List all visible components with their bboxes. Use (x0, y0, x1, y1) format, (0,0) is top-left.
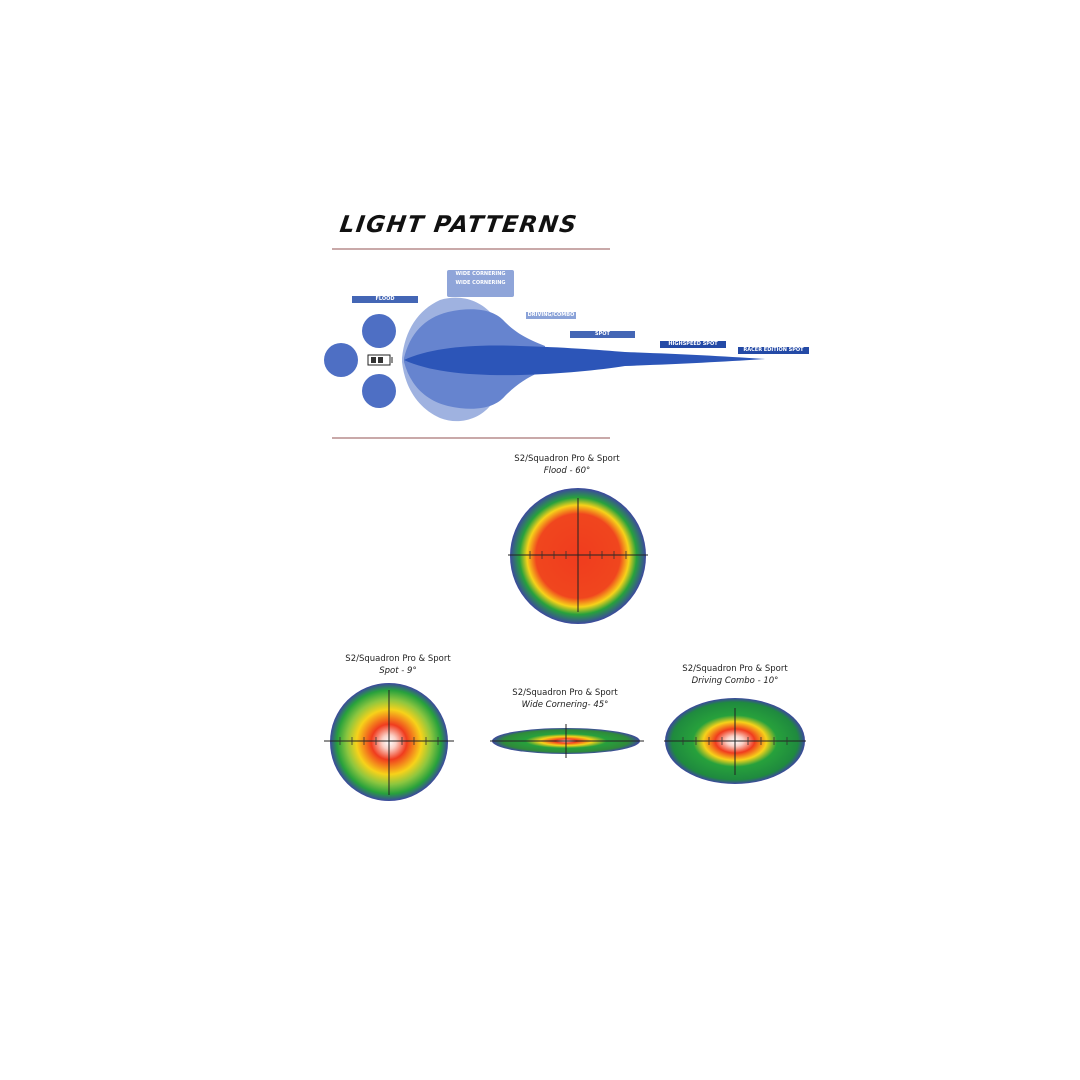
wide-cornering-label-box: WIDE CORNERING WIDE CORNERING (447, 270, 514, 297)
spot-label: SPOT (570, 331, 635, 338)
racer-edition-spot-label: RACER EDITION SPOT (738, 347, 809, 354)
top-divider (332, 248, 610, 250)
flood-pattern-beam: Flood - 60° (543, 466, 591, 476)
driving-combo-label: DRIVING/COMBO (526, 312, 576, 319)
flood-circle-left (324, 343, 358, 377)
wide-cornering-label-bottom: WIDE CORNERING (455, 280, 506, 286)
flood-pattern-product: S2/Squadron Pro & Sport (514, 454, 620, 464)
driving-combo-pattern-product: S2/Squadron Pro & Sport (682, 664, 788, 674)
spot-beam (404, 345, 765, 376)
wide-cornering-pattern-beam: Wide Cornering- 45° (521, 700, 609, 710)
driving-combo-pattern-beam: Driving Combo - 10° (691, 676, 779, 686)
flood-label: FLOOD (352, 296, 418, 303)
highspeed-spot-label: HIGHSPEED SPOT (660, 341, 726, 348)
flood-circle-bottom (362, 374, 396, 408)
spot-pattern-caption: S2/Squadron Pro & Sport Spot - 9° (308, 653, 488, 677)
flood-pattern-caption: S2/Squadron Pro & Sport Flood - 60° (477, 453, 657, 477)
wide-cornering-pattern-caption: S2/Squadron Pro & Sport Wide Cornering- … (475, 687, 655, 711)
bottom-divider (332, 437, 610, 439)
spot-pattern-beam: Spot - 9° (379, 666, 417, 676)
flood-circle-top (362, 314, 396, 348)
wide-cornering-pattern-product: S2/Squadron Pro & Sport (512, 688, 618, 698)
spot-pattern-product: S2/Squadron Pro & Sport (345, 654, 451, 664)
vehicle-icon (367, 354, 393, 366)
driving-combo-pattern-caption: S2/Squadron Pro & Sport Driving Combo - … (645, 663, 825, 687)
wide-cornering-label-top: WIDE CORNERING (455, 271, 506, 277)
